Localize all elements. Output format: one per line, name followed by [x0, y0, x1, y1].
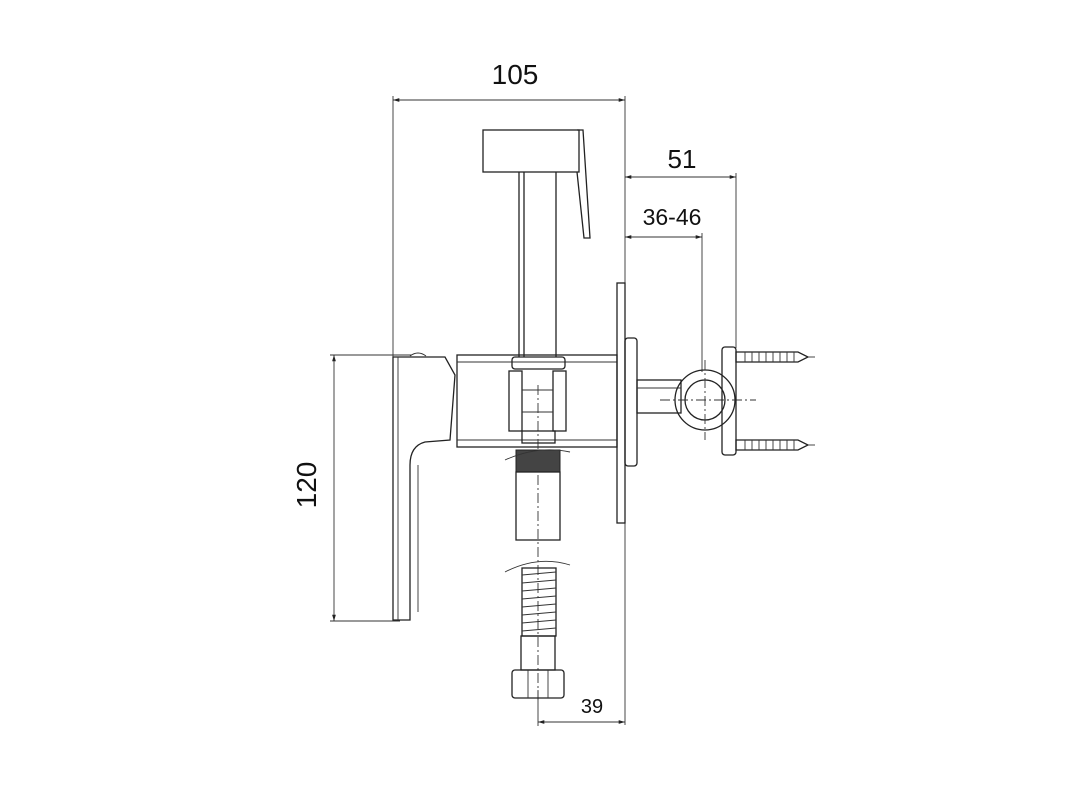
dimension-label-39: 39	[581, 696, 603, 718]
dimension-label-105: 105	[492, 59, 539, 90]
wall-plate	[616, 282, 682, 524]
valve-body	[456, 354, 618, 448]
hose-spring	[521, 567, 557, 637]
sprayer-head	[482, 129, 591, 357]
dimension-51: 51	[625, 144, 737, 348]
lever-handle	[392, 352, 456, 621]
dimension-label-120: 120	[291, 462, 322, 509]
wall-bracket	[660, 346, 815, 456]
dimension-label-36-46: 36-46	[643, 204, 702, 230]
dimension-120: 120	[291, 354, 412, 622]
dimension-39: 39	[537, 690, 625, 726]
dimension-105: 105	[392, 59, 626, 725]
hose	[504, 385, 571, 700]
wall-screw-top	[735, 351, 815, 363]
dimension-36-46: 36-46	[625, 204, 703, 372]
wall-screw-bottom	[735, 439, 815, 451]
dimension-label-51: 51	[668, 144, 697, 174]
